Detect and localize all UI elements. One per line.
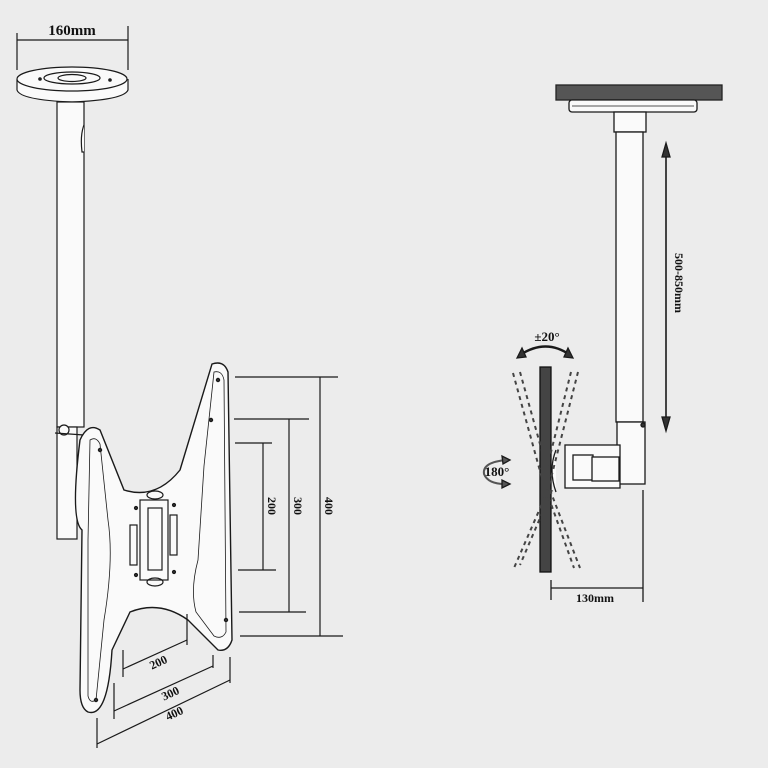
height-dimension	[661, 140, 671, 434]
tilt-arrow-icon	[519, 345, 571, 357]
depth-label: 130mm	[576, 591, 614, 605]
vertical-dim-300-label: 300	[291, 497, 305, 515]
tilt-label: ±20°	[534, 329, 559, 344]
pole-elbow	[616, 421, 646, 485]
vertical-dim-200-label: 200	[265, 497, 279, 515]
tilt-ghost-lines	[512, 371, 581, 569]
depth-dimension	[550, 490, 644, 602]
right-side-view	[482, 84, 723, 602]
left-front-view	[16, 26, 343, 748]
pole-upper-sleeve	[613, 111, 647, 133]
vertical-dim-400-label: 400	[322, 497, 336, 515]
extension-pole	[54, 101, 85, 540]
horizontal-dim-200-label: 200	[147, 652, 169, 672]
height-range-label: 500-850mm	[672, 253, 686, 313]
ceiling-slab	[555, 84, 723, 101]
ceiling-plate	[16, 66, 129, 103]
horizontal-dimensions	[96, 614, 231, 748]
base-width-label: 160mm	[48, 23, 96, 39]
horizontal-dim-400-label: 400	[163, 703, 185, 723]
tv-panel	[539, 366, 552, 573]
base-width-dimension	[16, 26, 129, 70]
vertical-dimensions	[234, 376, 343, 637]
swivel-arrow-icon	[482, 459, 508, 485]
pole-side	[615, 131, 644, 423]
swivel-label: 180°	[485, 464, 510, 479]
horizontal-dim-300-label: 300	[159, 683, 181, 703]
vesa-plate	[74, 362, 233, 714]
